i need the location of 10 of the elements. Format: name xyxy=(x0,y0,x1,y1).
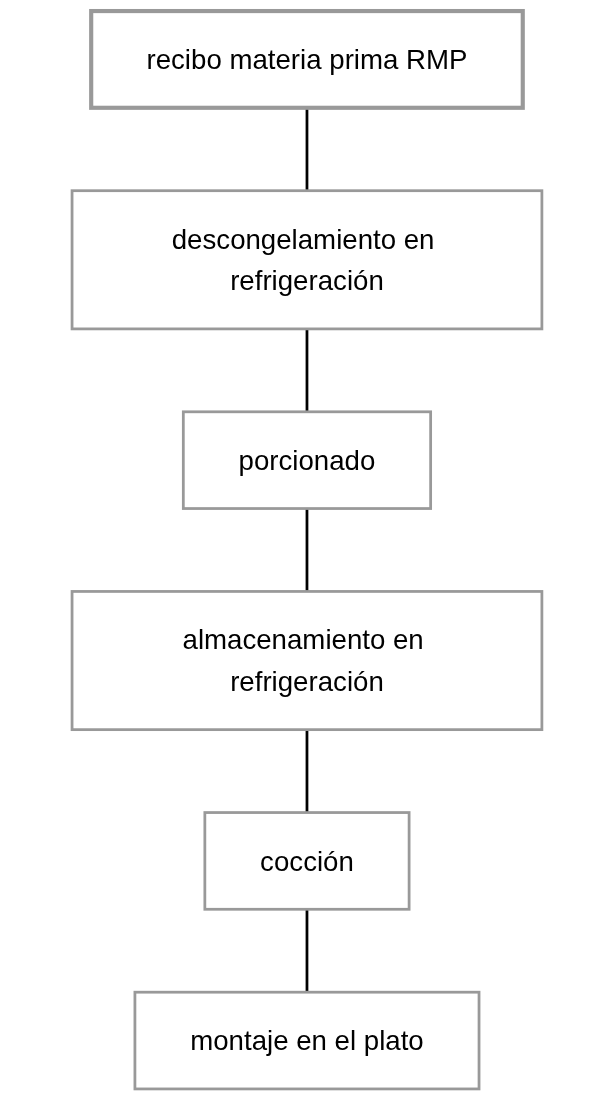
node-box: montaje en el plato xyxy=(133,990,481,1091)
connector xyxy=(305,729,309,813)
node-box: porcionado xyxy=(181,410,433,510)
connector xyxy=(305,328,309,412)
node-box: recibo materia prima RMP xyxy=(89,9,525,110)
connector xyxy=(305,909,309,993)
node-box: cocción xyxy=(203,811,411,911)
connector xyxy=(305,508,309,592)
node-box: descongelamiento en refrigeración xyxy=(70,189,544,331)
node-box: almacenamiento en refrigeración xyxy=(70,590,544,731)
